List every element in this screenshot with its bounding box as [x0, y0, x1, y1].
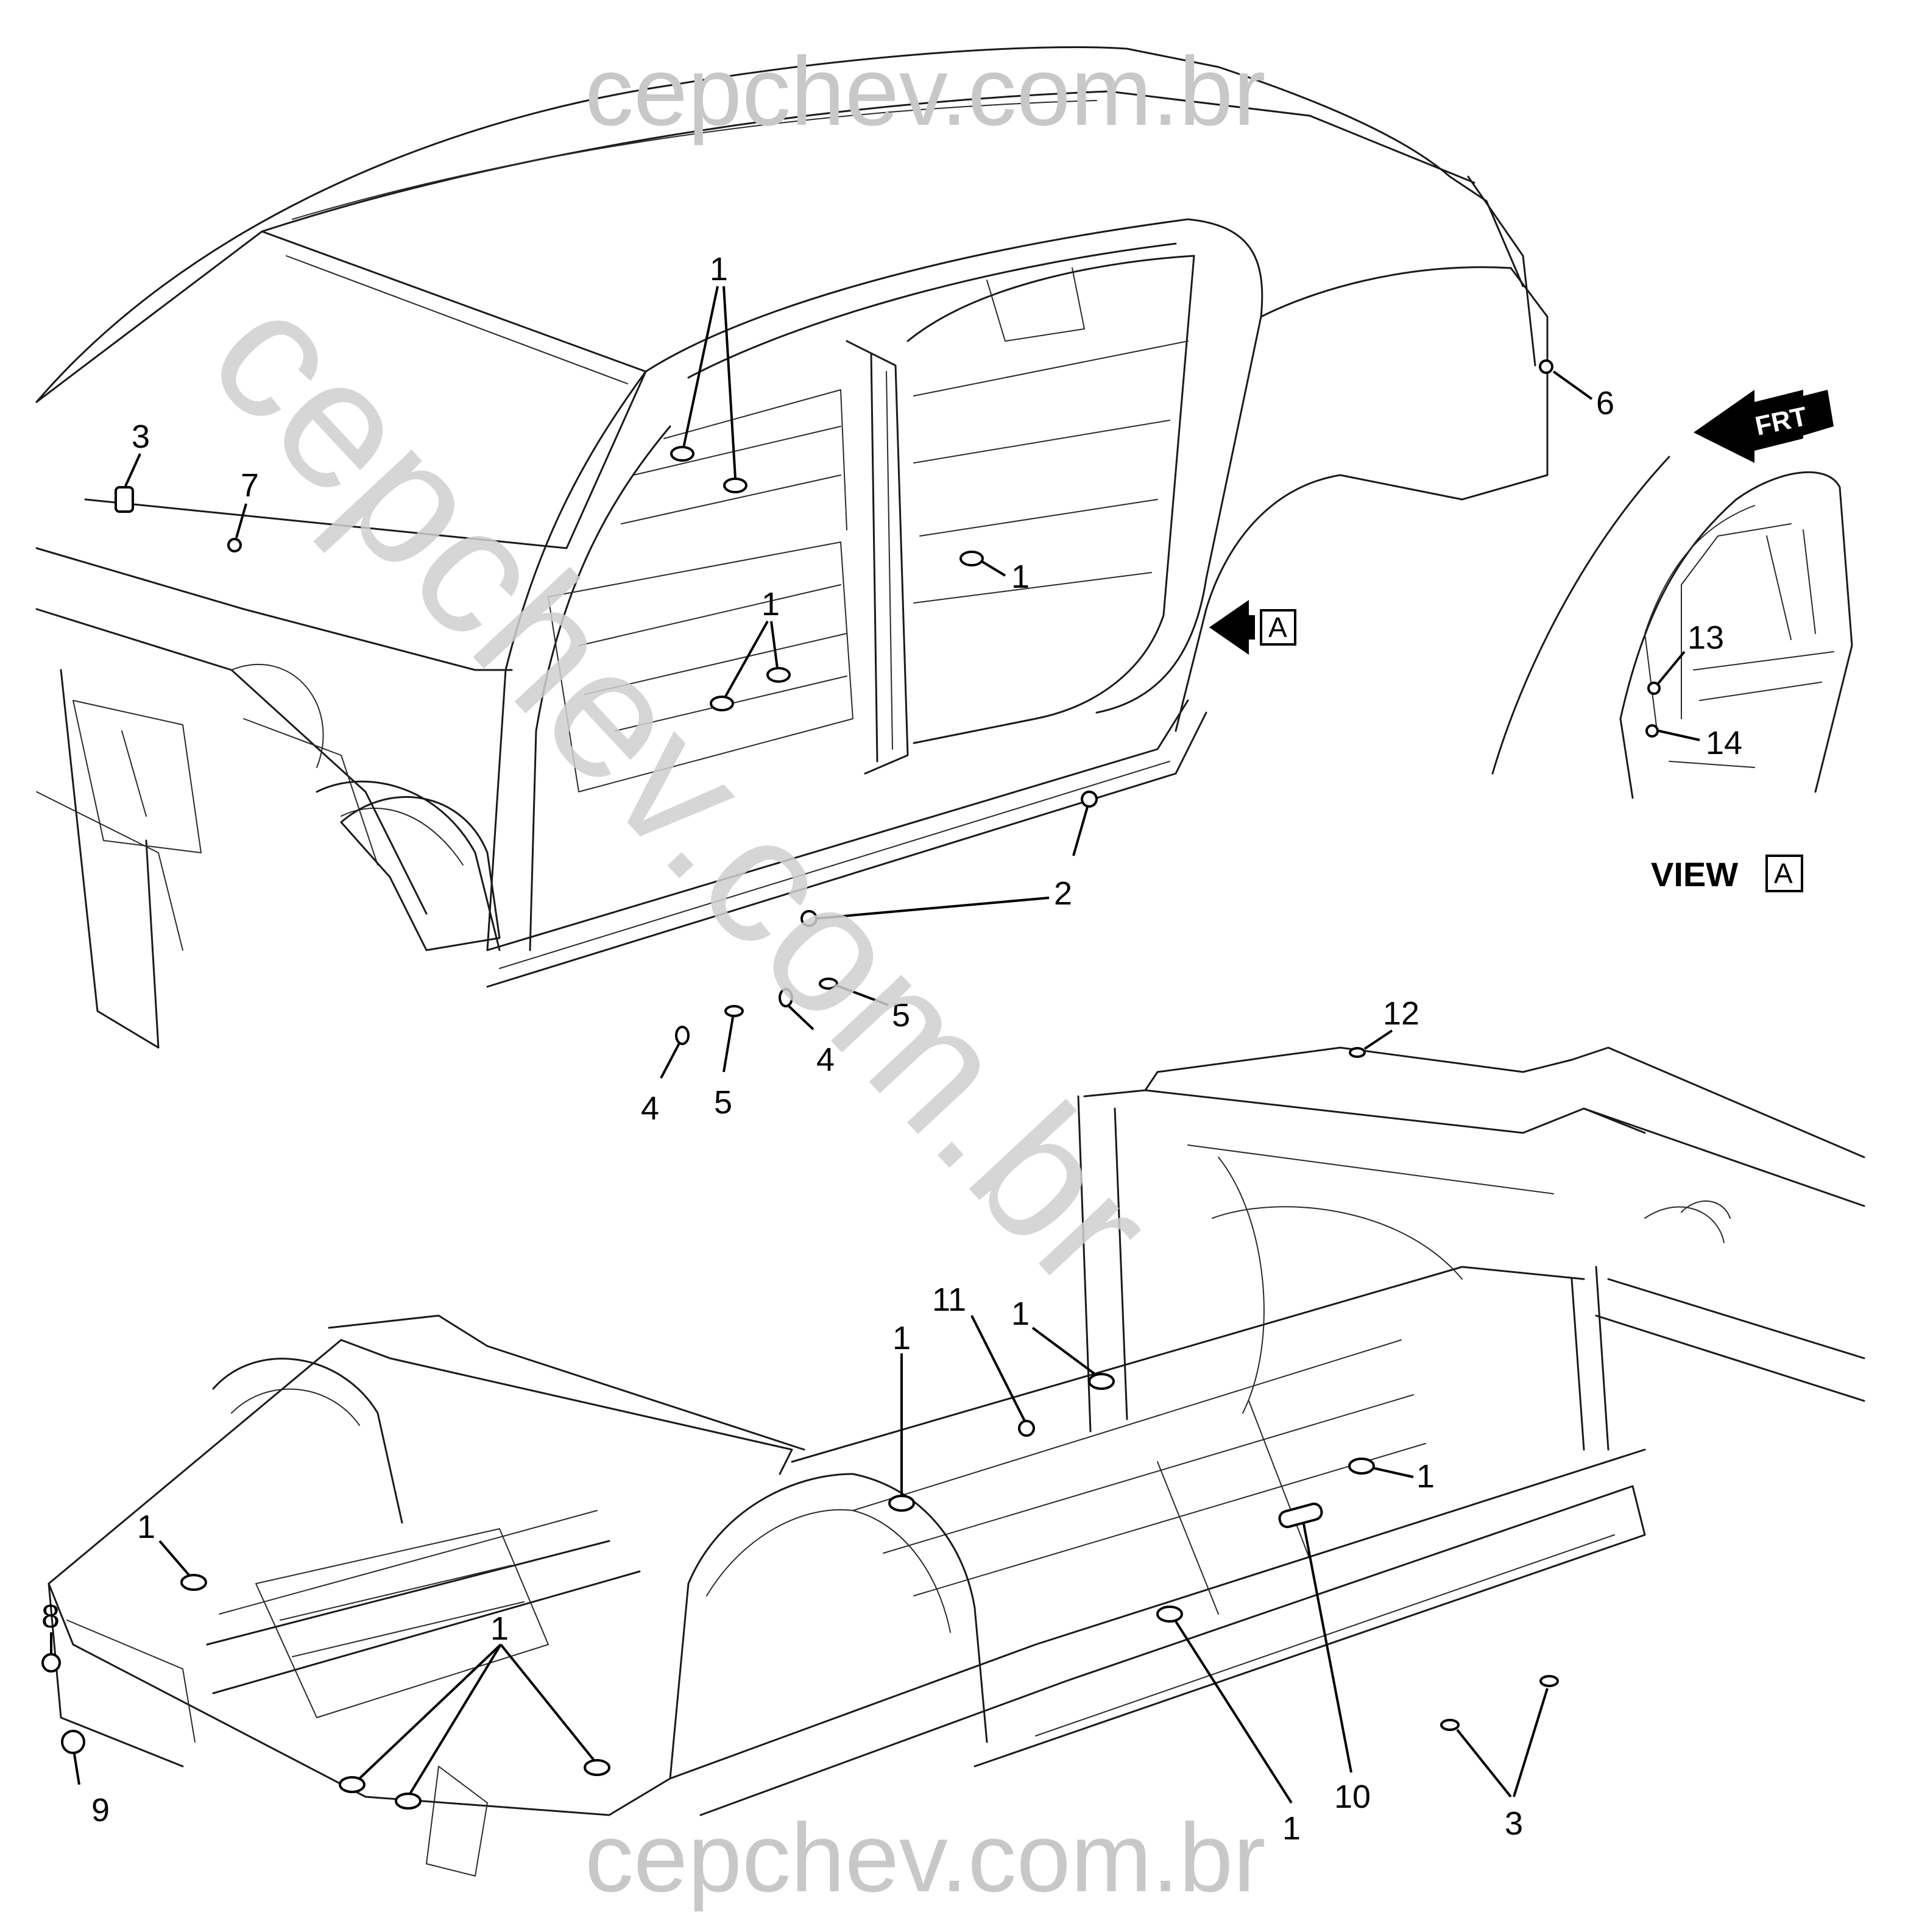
plug-part-12 — [1349, 1047, 1366, 1058]
watermarks: cepchev.com.br cepchev.com.br cepchev.co… — [172, 37, 1265, 1912]
plug-part-14 — [1645, 724, 1659, 738]
callout-3: 3 — [132, 418, 150, 455]
view-arrow-letter: A — [1268, 612, 1287, 643]
plug-fasteners — [41, 359, 1661, 1810]
view-label-box — [1765, 855, 1803, 892]
callout-4: 4 — [816, 1042, 835, 1078]
plug-part-1 — [395, 1793, 422, 1810]
plug-part-10 — [1278, 1503, 1323, 1528]
callout-13: 13 — [1687, 619, 1724, 656]
plug-part-1 — [584, 1759, 610, 1776]
view-a-inset — [1491, 456, 1853, 799]
plug-part-13 — [1647, 682, 1661, 695]
callout-1: 1 — [137, 1509, 155, 1545]
lower-underbody — [48, 1046, 1865, 1877]
callout-1: 1 — [761, 586, 780, 622]
callout-12: 12 — [1383, 995, 1419, 1032]
plug-part-1 — [723, 478, 747, 493]
plug-part-4 — [779, 988, 793, 1007]
plug-part-6 — [1539, 359, 1553, 374]
plug-part-3 — [1440, 1719, 1460, 1731]
plug-part-11 — [1018, 1420, 1035, 1437]
callout-2: 2 — [1054, 875, 1072, 912]
watermark-diagonal: cepchev.com.br — [172, 252, 1193, 1326]
plug-part-9 — [61, 1730, 85, 1754]
plug-part-1 — [888, 1495, 915, 1512]
plug-part-5 — [724, 1005, 744, 1017]
callout-5: 5 — [714, 1084, 732, 1121]
callout-3: 3 — [1505, 1805, 1523, 1842]
callout-6: 6 — [1596, 385, 1614, 421]
plug-part-8 — [41, 1653, 61, 1673]
plug-part-1 — [339, 1776, 366, 1793]
plug-part-5 — [819, 978, 838, 990]
callout-11: 11 — [932, 1282, 966, 1318]
watermark-top: cepchev.com.br — [585, 37, 1266, 146]
plug-part-1 — [959, 551, 984, 566]
plug-part-3 — [115, 486, 134, 513]
callout-4: 4 — [641, 1090, 659, 1127]
plug-part-2 — [1081, 791, 1098, 808]
callout-7: 7 — [241, 467, 259, 504]
front-direction-marker: FRT — [1694, 390, 1834, 463]
view-arrow-icon — [1209, 600, 1249, 655]
view-a-label: VIEW A — [1651, 855, 1803, 894]
plug-part-1 — [1156, 1606, 1183, 1623]
callout-8: 8 — [41, 1598, 60, 1635]
front-arrow-icon — [1694, 390, 1754, 463]
plug-part-1 — [180, 1574, 207, 1591]
plug-part-7 — [227, 538, 242, 552]
callout-1: 1 — [1011, 559, 1030, 595]
callout-10: 10 — [1334, 1779, 1371, 1815]
view-label-word: VIEW — [1651, 855, 1738, 894]
watermark-bottom: cepchev.com.br — [585, 1803, 1266, 1912]
callout-14: 14 — [1706, 725, 1742, 761]
plug-part-1 — [670, 446, 694, 462]
plug-part-4 — [675, 1026, 690, 1045]
plug-part-1 — [766, 667, 791, 683]
callout-1: 1 — [892, 1320, 911, 1356]
view-letter-box — [1260, 609, 1296, 646]
callout-1: 1 — [1416, 1458, 1435, 1495]
plug-part-3 — [1539, 1675, 1559, 1687]
view-a-arrow: A — [1209, 600, 1296, 655]
callout-1: 1 — [1282, 1810, 1301, 1847]
plug-part-1 — [1088, 1373, 1115, 1390]
leader-lines — [50, 286, 1700, 1804]
callout-labels: 1 1 1 2 3 4 5 4 5 6 7 13 14 12 11 1 1 1 … — [41, 251, 1742, 1847]
callout-1: 1 — [1011, 1296, 1030, 1332]
callout-9: 9 — [91, 1792, 110, 1828]
upper-vehicle-body — [35, 46, 1549, 1049]
callout-1: 1 — [710, 251, 728, 287]
callout-1: 1 — [490, 1610, 509, 1647]
plug-part-1 — [710, 696, 734, 711]
callout-5: 5 — [892, 997, 910, 1034]
view-label-letter: A — [1774, 858, 1793, 889]
plug-part-1 — [1348, 1458, 1375, 1475]
